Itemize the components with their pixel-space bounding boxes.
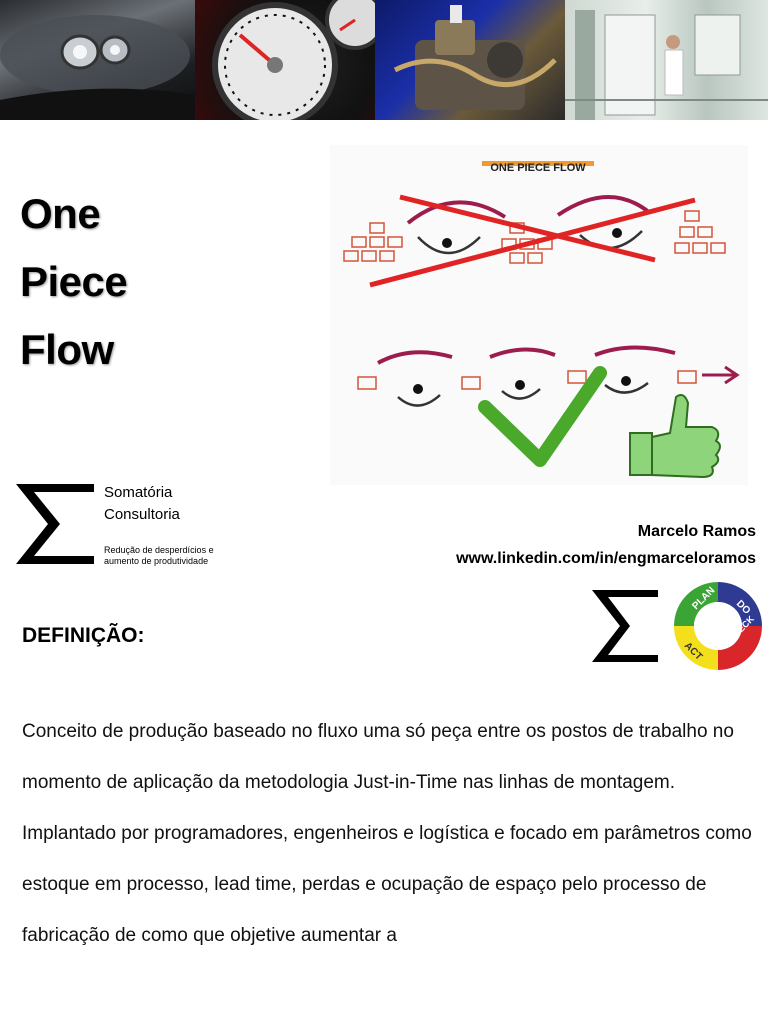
illustration-caption: ONE PIECE FLOW [490,162,586,174]
definition-paragraph-2: Implantado por programadores, engenheiro… [22,823,752,946]
author-linkedin-url[interactable]: www.linkedin.com/in/engmarceloramos [456,550,756,567]
somatoria-tagline: Redução de desperdícios e aumento de pro… [104,545,214,567]
check-mark-icon [478,366,607,467]
somatoria-name: Somatória Consultoria [104,482,180,526]
somatoria-sigma-logo [16,484,94,564]
thumbs-up-icon [629,394,721,479]
definition-paragraph-1: Conceito de produção baseado no fluxo um… [22,721,734,793]
somatoria-tagline-line-2: aumento de produtividade [104,556,209,566]
photo-banner [0,0,768,120]
definition-heading: DEFINIÇÃO: [22,624,145,647]
car-headlight-photo [0,0,195,120]
speedometer-photo [195,0,375,120]
pdca-wheel-icon: PLAN DO CHECK ACT [674,582,762,670]
title-line-3: Flow [20,326,114,373]
definition-body: Conceito de produção baseado no fluxo um… [22,706,752,961]
batch-flow-diagram [343,194,726,288]
engine-photo [375,0,565,120]
page-title: One Piece Flow [20,180,128,384]
caption-underline [482,161,594,166]
sigma-icon [592,590,658,662]
author-block: Marcelo Ramos www.linkedin.com/in/engmar… [456,518,756,572]
continuous-flow-diagram [357,345,740,479]
somatoria-name-line-1: Somatória [104,484,173,501]
somatoria-name-line-2: Consultoria [104,506,180,523]
pdca-logo: PLAN DO CHECK ACT [592,582,762,670]
laboratory-photo [565,0,768,120]
somatoria-tagline-line-1: Redução de desperdícios e [104,545,214,555]
title-line-2: Piece [20,258,128,305]
title-line-1: One [20,190,101,237]
author-name: Marcelo Ramos [637,523,756,540]
one-piece-flow-illustration: ONE PIECE FLOW [330,145,748,485]
